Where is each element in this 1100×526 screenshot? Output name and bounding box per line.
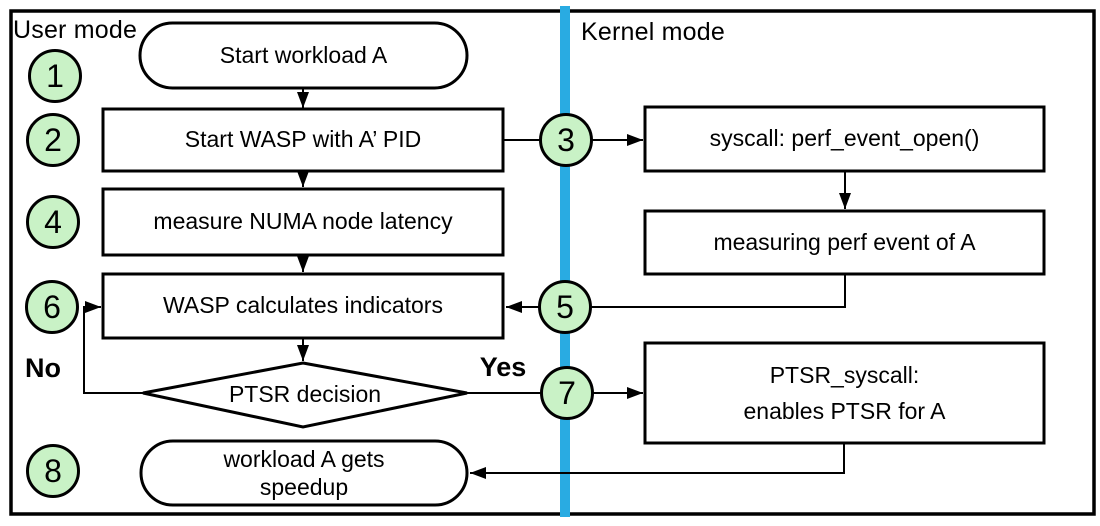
arrow-ptsr-to-speedup	[470, 443, 845, 479]
no-branch-label: No	[25, 353, 61, 383]
measure-numa-node-shape	[101, 187, 505, 257]
outer-frame	[9, 9, 1096, 516]
ptsr-syscall-node-shape	[643, 341, 1046, 445]
step-circle-4: 4	[26, 195, 80, 249]
user-mode-label: User mode	[13, 16, 138, 44]
measuring-node-shape	[643, 209, 1046, 276]
start-wasp-node-shape	[101, 107, 505, 173]
step-circle-3: 3	[539, 113, 593, 167]
step-circle-2: 2	[26, 113, 80, 167]
arrow-decision-no-loop	[83, 301, 143, 394]
step-circle-6: 6	[25, 280, 79, 334]
speedup-node-shape	[139, 439, 469, 507]
arrow-measuring-to-indicators	[506, 274, 846, 313]
decision-diamond-shape	[142, 361, 468, 429]
step-circle-8: 8	[26, 444, 80, 498]
wasp-indicators-node-shape	[101, 272, 505, 340]
step-circle-7: 7	[540, 366, 594, 420]
step-circle-1: 1	[28, 49, 82, 103]
start-node-shape	[138, 21, 469, 90]
step-circle-5: 5	[538, 280, 592, 334]
syscall-node-shape	[643, 105, 1046, 173]
yes-branch-label: Yes	[479, 352, 527, 382]
kernel-mode-label: Kernel mode	[581, 18, 725, 46]
